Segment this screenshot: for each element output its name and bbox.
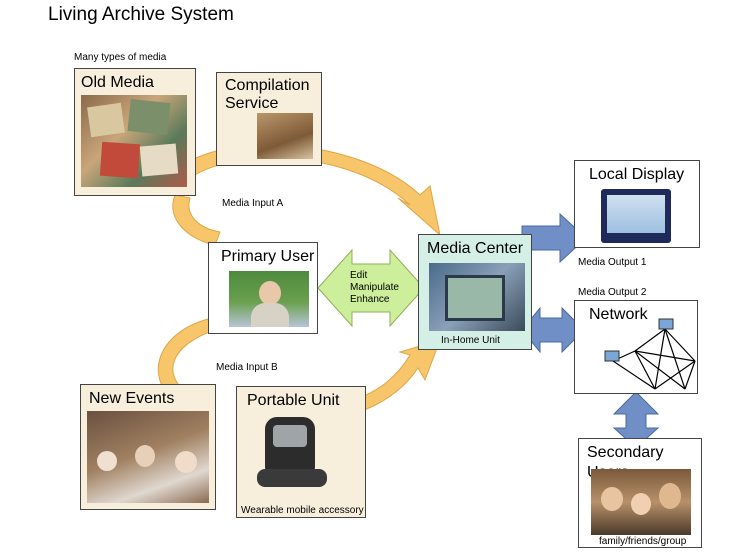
compilation-photo	[257, 113, 313, 159]
page-title: Living Archive System	[48, 4, 234, 25]
portable-unit-box: Portable Unit Wearable mobile accessory	[236, 386, 366, 518]
local-display-box: Local Display	[574, 160, 700, 248]
media-center-title: Media Center	[427, 240, 524, 257]
primary-user-title: Primary User	[221, 248, 315, 265]
secondary-users-photo	[591, 469, 691, 535]
edit-label: Edit Manipulate Enhance	[350, 270, 399, 306]
old-media-photo	[81, 95, 187, 187]
local-display-photo	[601, 189, 671, 243]
old-media-box: Old Media	[74, 68, 196, 196]
edit-label-line2: Manipulate	[350, 282, 399, 293]
compilation-title: Compilation Service	[225, 77, 309, 113]
compilation-service-box: Compilation Service	[216, 72, 322, 166]
portable-unit-title: Portable Unit	[247, 392, 340, 409]
portable-unit-photo	[251, 411, 333, 495]
network-title: Network	[589, 306, 648, 323]
new-events-photo	[87, 411, 209, 503]
media-input-b-label: Media Input B	[216, 362, 278, 373]
new-events-box: New Events	[80, 384, 216, 510]
media-center-photo	[429, 263, 525, 331]
primary-user-box: Primary User	[208, 242, 318, 334]
network-box: Network	[574, 300, 698, 394]
compilation-title-line1: Compilation	[225, 77, 310, 94]
portable-unit-caption: Wearable mobile accessory	[241, 505, 364, 516]
media-center-box: Media Center In-Home Unit	[418, 234, 532, 350]
old-media-title: Old Media	[81, 74, 154, 91]
compilation-title-line2: Service	[225, 95, 279, 112]
secondary-users-caption: family/friends/group	[599, 536, 687, 547]
primary-user-photo	[229, 271, 309, 327]
edit-label-line1: Edit	[350, 270, 368, 281]
media-center-caption: In-Home Unit	[441, 335, 500, 346]
network-graph	[604, 318, 696, 390]
edit-label-line3: Enhance	[350, 294, 390, 305]
secondary-users-box: Secondary Users family/friends/group	[578, 438, 702, 548]
media-input-a-arrow-body	[172, 194, 221, 246]
media-output-2-label: Media Output 2	[578, 287, 647, 298]
many-types-label: Many types of media	[74, 52, 167, 63]
new-events-title: New Events	[89, 390, 175, 407]
local-display-title: Local Display	[589, 166, 685, 183]
media-input-a-label: Media Input A	[222, 198, 284, 209]
media-output-1-label: Media Output 1	[578, 257, 647, 268]
